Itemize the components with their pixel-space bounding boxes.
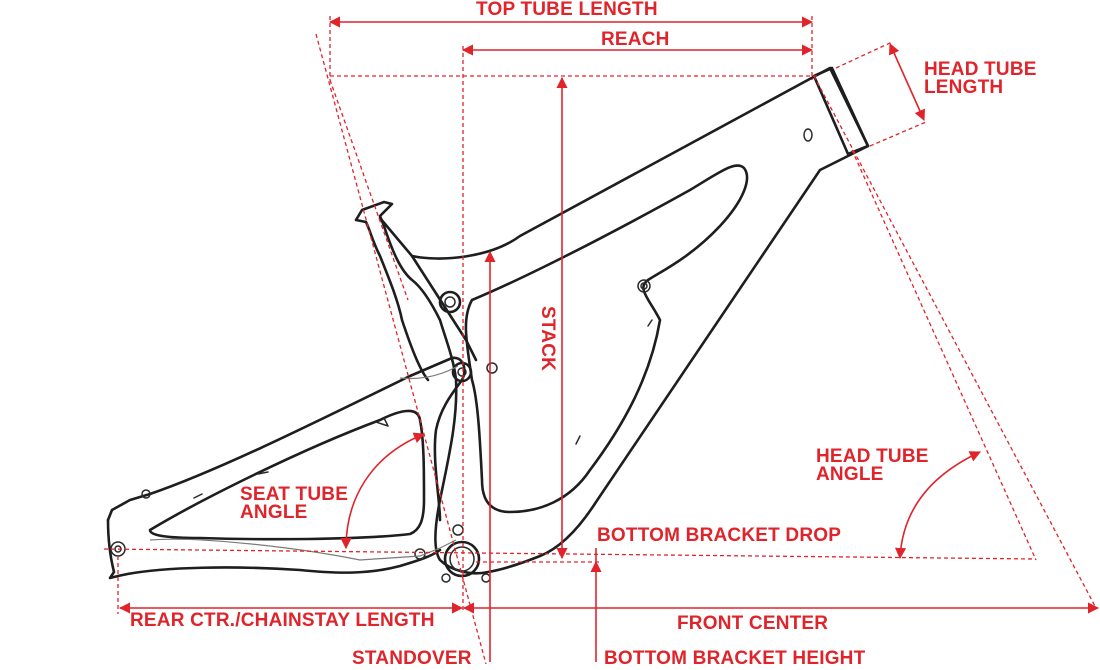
seat-tube-angle-text-line2: ANGLE: [240, 502, 308, 523]
bottom-bracket-drop-text: BOTTOM BRACKET DROP: [597, 525, 842, 546]
head-tube-length-text-line2: LENGTH: [924, 77, 1004, 98]
top-tube-length-text: TOP TUBE LENGTH: [476, 0, 658, 20]
seat-tube-angle-label: SEAT TUBE ANGLE: [240, 484, 349, 523]
head-tube-length-label: HEAD TUBE LENGTH: [924, 59, 1037, 98]
cable-port: [803, 128, 813, 142]
head-tube-angle-text-line1: HEAD TUBE: [816, 446, 929, 467]
standover-label: STANDOVER: [352, 648, 472, 669]
head-tube-length-dimension: [889, 42, 925, 122]
bottom-bracket-height-label: BOTTOM BRACKET HEIGHT: [604, 648, 866, 669]
head-tube: [812, 66, 870, 156]
front-triangle-window: [464, 164, 749, 514]
stack-label: STACK: [537, 306, 558, 372]
reach-text: REACH: [601, 29, 670, 50]
stack-text: STACK: [537, 306, 558, 372]
shock-pivot: [451, 361, 473, 383]
chainstay: [106, 518, 442, 580]
bottom-bracket-drop-label: BOTTOM BRACKET DROP: [597, 525, 842, 546]
top-tube-length-label: TOP TUBE LENGTH: [476, 0, 658, 20]
bottom-bracket-height-text: BOTTOM BRACKET HEIGHT: [604, 648, 866, 669]
bike-frame: [106, 66, 870, 583]
seat-tube-axis: [315, 33, 487, 665]
rear-center-text: REAR CTR./CHAINSTAY LENGTH: [130, 610, 435, 631]
front-triangle-outline: [354, 66, 870, 575]
front-center-text: FRONT CENTER: [677, 613, 829, 634]
seat-tube: [378, 216, 478, 362]
reach-label: REACH: [601, 29, 670, 50]
annotations: [103, 16, 1100, 665]
standover-text: STANDOVER: [352, 648, 472, 669]
seat-tube-angle-arc: [340, 432, 426, 550]
front-center-label: FRONT CENTER: [677, 613, 829, 634]
head-tube-angle-label: HEAD TUBE ANGLE: [816, 446, 929, 485]
rear-center-label: REAR CTR./CHAINSTAY LENGTH: [130, 610, 435, 631]
head-tube-angle-arc: [894, 451, 982, 560]
head-tube-angle-text-line2: ANGLE: [816, 464, 884, 485]
steering-axis: [813, 75, 1097, 609]
seat-tube-angle-text-line1: SEAT TUBE: [240, 484, 349, 505]
axle-line: [103, 548, 1037, 560]
suspension-link: [149, 365, 459, 561]
head-tube-length-text-line1: HEAD TUBE: [924, 59, 1037, 80]
upper-pivot: [438, 290, 462, 314]
